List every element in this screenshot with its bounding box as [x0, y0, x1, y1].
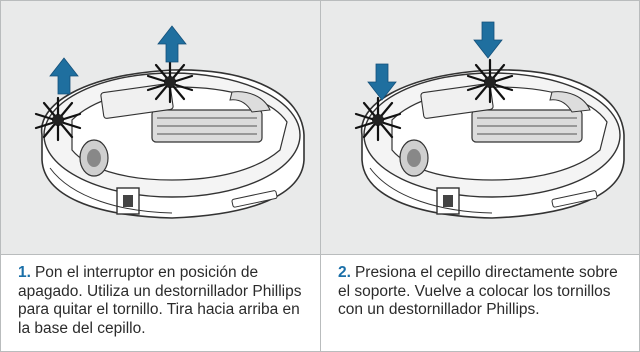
- robot-vacuum-step-2: [360, 69, 625, 219]
- step-1-number: 1.: [18, 264, 31, 281]
- robot-vacuum-illustrations: [34, 21, 625, 219]
- step-1-text: Pon el interruptor en posición de apagad…: [18, 264, 302, 337]
- step-2-number: 2.: [338, 264, 351, 281]
- step-2-caption: 2.Presiona el cepillo directamente sobre…: [320, 254, 640, 352]
- up-arrow-icon: [49, 57, 79, 95]
- robot-vacuum-step-1: [40, 69, 305, 219]
- down-arrow-icon: [473, 21, 503, 59]
- up-arrow-icon: [157, 25, 187, 63]
- step-2-text: Presiona el cepillo directamente sobre e…: [338, 264, 618, 318]
- step-1-caption: 1.Pon el interruptor en posición de apag…: [0, 254, 321, 352]
